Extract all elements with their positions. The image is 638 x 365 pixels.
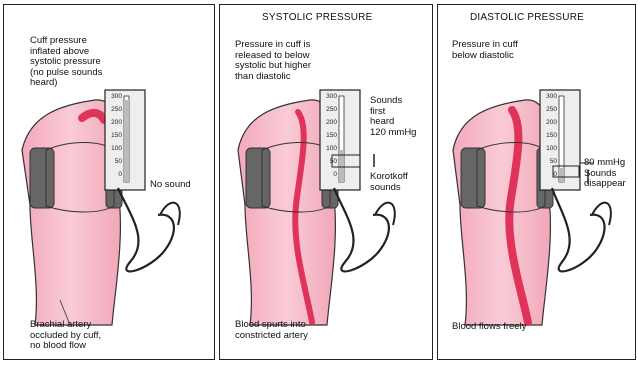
gauge-tick: 50 xyxy=(323,158,337,165)
gauge-tick: 200 xyxy=(108,119,122,126)
gauge-tick: 0 xyxy=(543,171,557,178)
panel-1-description: Cuff pressure inflated above systolic pr… xyxy=(30,36,102,89)
gauge-tick: 100 xyxy=(108,145,122,152)
gauge-tick: 300 xyxy=(543,93,557,100)
panel-1-caption: Brachial artery occluded by cuff, no blo… xyxy=(30,320,101,352)
gauge-tick: 50 xyxy=(108,158,122,165)
panel-1-tubing xyxy=(118,188,174,271)
gauge-tick: 250 xyxy=(323,106,337,113)
panel-1-sound-label: No sound xyxy=(150,180,191,191)
panel-2-tubing xyxy=(334,188,389,271)
gauge-tick: 100 xyxy=(323,145,337,152)
gauge-tick: 150 xyxy=(108,132,122,139)
panel-3-title: DIASTOLIC PRESSURE xyxy=(470,12,584,23)
gauge-tick: 200 xyxy=(543,119,557,126)
panel-3-caption: Blood flows freely xyxy=(452,322,526,333)
gauge-tick: 0 xyxy=(323,171,337,178)
gauge-tick: 0 xyxy=(108,171,122,178)
gauge-tick: 250 xyxy=(108,106,122,113)
gauge-tick: 300 xyxy=(323,93,337,100)
panel-2-sound-label: Sounds first heard 120 mmHg xyxy=(370,96,416,138)
panel-3-description: Pressure in cuff below diastolic xyxy=(452,40,518,61)
panel-3-sound-label: 80 mmHg Sounds disappear xyxy=(584,158,634,190)
panel-3-arm xyxy=(453,100,550,325)
panel-2-title: SYSTOLIC PRESSURE xyxy=(262,12,372,23)
gauge-tick: 150 xyxy=(323,132,337,139)
panel-2-description: Pressure in cuff is released to below sy… xyxy=(235,40,311,82)
gauge-tick: 200 xyxy=(323,119,337,126)
panel-2-caption: Blood spurts into constricted artery xyxy=(235,320,308,341)
panel-2-korotkoff-label: Korotkoff sounds xyxy=(370,172,408,193)
gauge-tick: 250 xyxy=(543,106,557,113)
gauge-tick: 300 xyxy=(108,93,122,100)
gauge-tick: 150 xyxy=(543,132,557,139)
panel-3-tubing xyxy=(552,188,605,271)
gauge-tick: 100 xyxy=(543,145,557,152)
gauge-tick: 50 xyxy=(543,158,557,165)
